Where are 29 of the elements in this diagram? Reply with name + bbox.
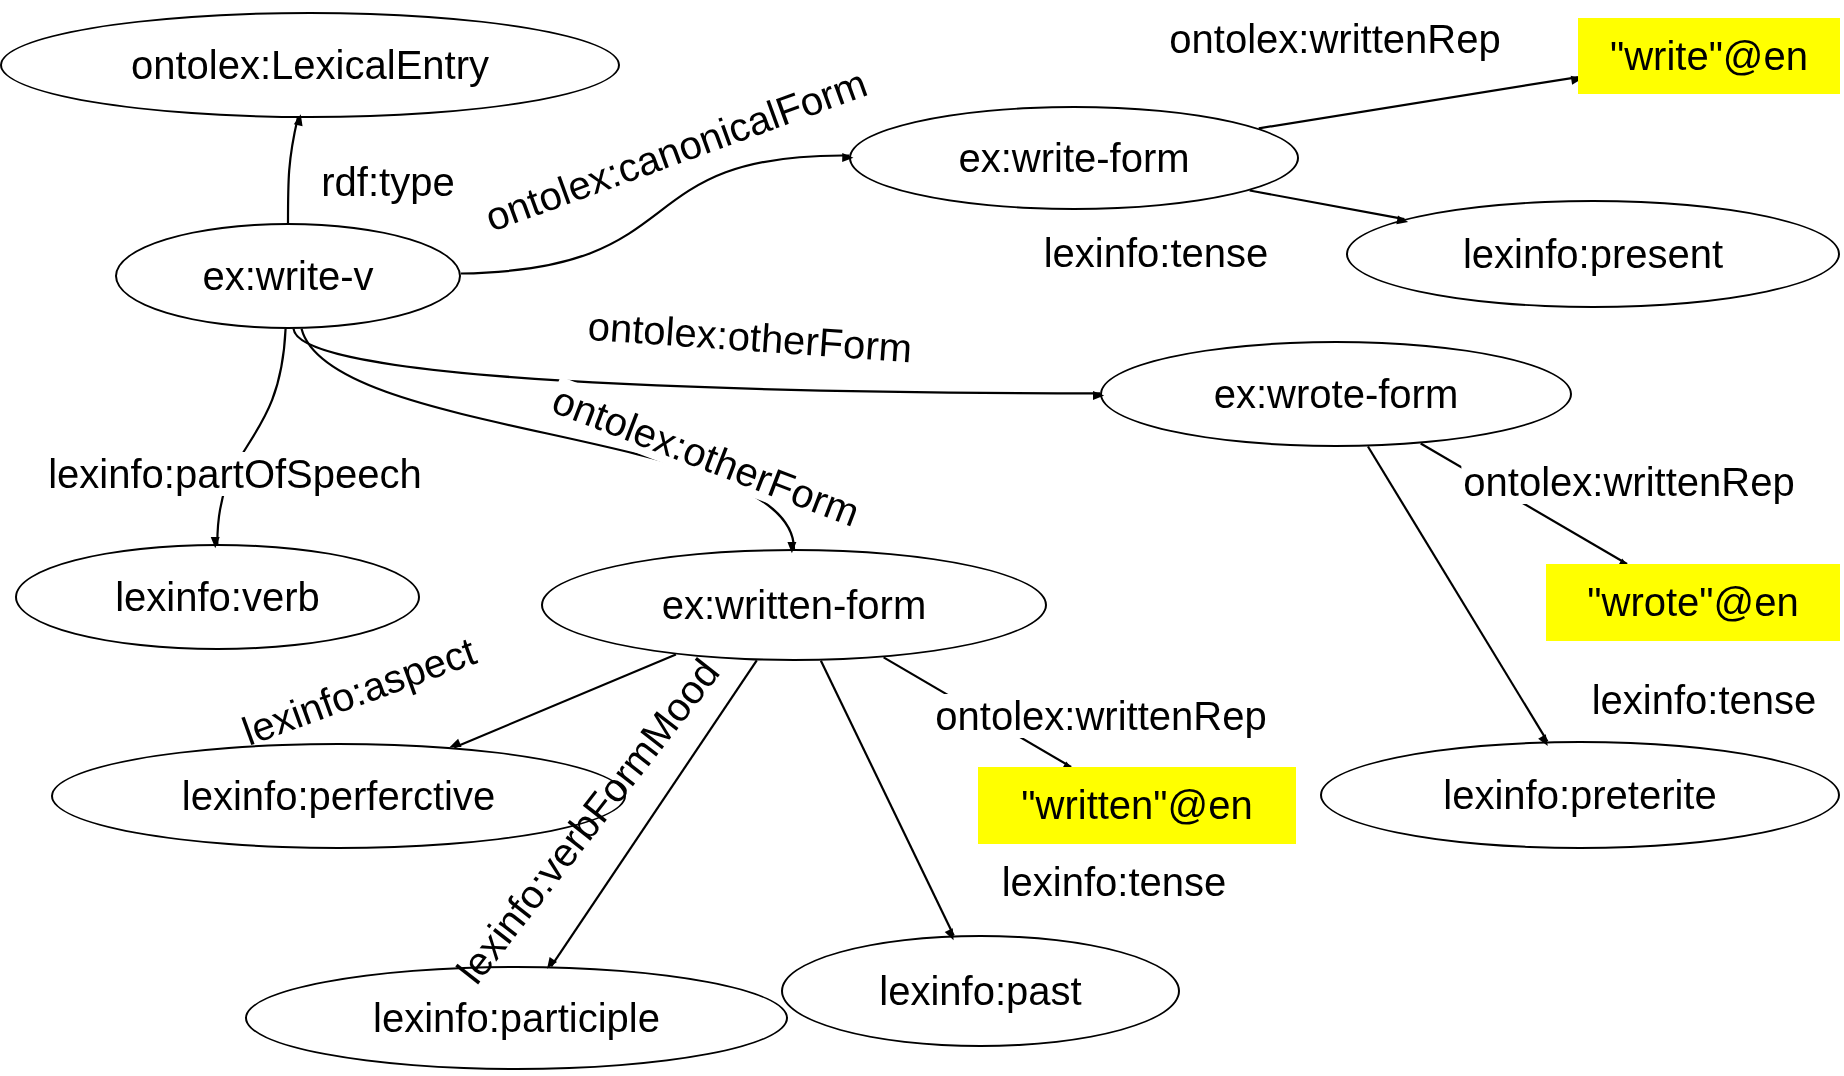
node-label: lexinfo:participle — [373, 995, 660, 1041]
node-label: ex:written-form — [661, 582, 927, 628]
resource-ellipse — [781, 935, 1180, 1047]
node-label: lexinfo:present — [1462, 231, 1724, 277]
resource-ellipse — [115, 223, 461, 329]
arrow — [460, 153, 854, 275]
node-label: lexinfo:preterite — [1443, 772, 1717, 818]
node-label: "written"@en — [1021, 783, 1253, 828]
arrow — [1249, 189, 1409, 225]
arrow — [1367, 445, 1549, 747]
resource-ellipse — [1100, 341, 1572, 447]
arrow — [286, 114, 303, 223]
arrow — [292, 328, 1105, 400]
arrow — [819, 660, 955, 941]
edge-label: ontolex:writtenRep — [933, 694, 1269, 738]
node-label: "write"@en — [1610, 33, 1808, 79]
node-label: ex:wrote-form — [1213, 371, 1459, 417]
literal-box — [978, 767, 1296, 844]
resource-ellipse — [1346, 200, 1840, 308]
arrow — [449, 653, 677, 749]
node-label: "wrote"@en — [1587, 580, 1799, 625]
literal-box — [1578, 18, 1840, 94]
node-label: ex:write-v — [202, 253, 374, 299]
arrow — [547, 659, 758, 969]
resource-ellipse — [1320, 741, 1840, 849]
node-label: lexinfo:verb — [115, 574, 320, 620]
node-label: lexinfo:past — [879, 968, 1082, 1014]
literal-box — [1546, 564, 1840, 641]
node-label: ex:write-form — [958, 135, 1190, 181]
